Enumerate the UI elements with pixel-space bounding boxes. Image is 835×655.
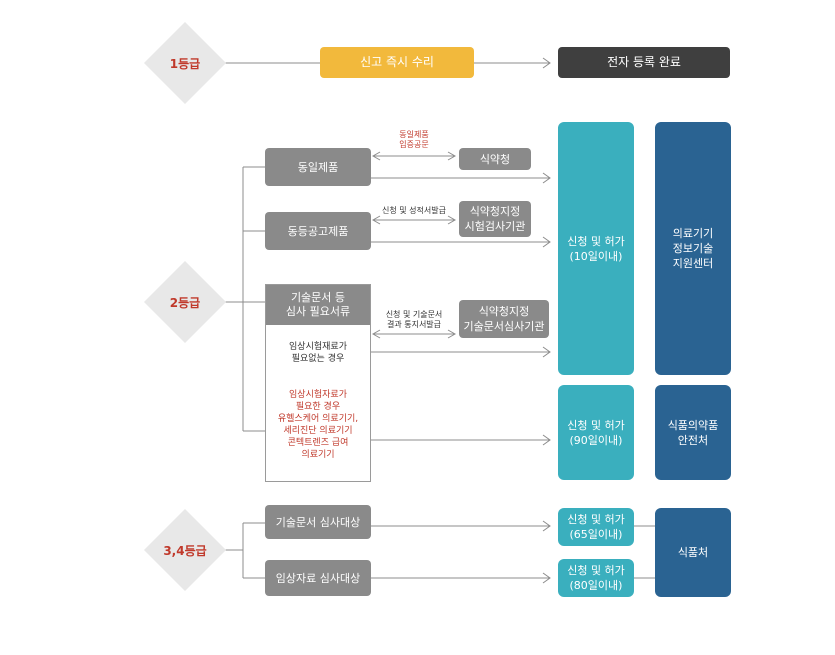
doc-review-header: 기술문서 등 심사 필요서류 bbox=[266, 285, 370, 325]
designated-doc-review-box: 식약청지정 기술문서심사기관 bbox=[459, 300, 549, 338]
mfds-safety-box: 식품의약품 안전처 bbox=[655, 385, 731, 480]
grade1-label: 1등급 bbox=[169, 56, 201, 71]
tech-doc-review-box: 기술문서 심사대상 bbox=[265, 505, 371, 539]
designated-test-lab-box: 식약청지정 시험검사기관 bbox=[459, 201, 531, 237]
apply-65-days-box: 신청 및 허가 (65일이내) bbox=[558, 508, 634, 546]
mfds-short-box: 식품처 bbox=[655, 508, 731, 597]
grade34-diamond: 3,4등급 bbox=[143, 508, 227, 592]
same-product-box: 동일제품 bbox=[265, 148, 371, 186]
equivalent-product-box: 동등공고제품 bbox=[265, 212, 371, 250]
clinical-needed-text: 임상시험자료가 필요한 경우 유헬스케어 의료기기, 세리진단 의료기기 콘텍트… bbox=[277, 390, 359, 460]
apply-80-days-box: 신청 및 허가 (80일이내) bbox=[558, 559, 634, 597]
same-product-note: 동일제품 입증공문 bbox=[399, 130, 429, 149]
nidsa-box: 의료기기 정보기술 지원센터 bbox=[655, 122, 731, 375]
electronic-registration-box: 전자 등록 완료 bbox=[558, 47, 730, 78]
grade34-label: 3,4등급 bbox=[163, 543, 207, 558]
apply-90-days-box: 신청 및 허가 (90일이내) bbox=[558, 385, 634, 480]
doc-review-note: 신청 및 기술문서 결과 통지서발급 bbox=[385, 310, 443, 329]
grade2-label: 2등급 bbox=[169, 295, 201, 310]
equivalent-note: 신청 및 성적서발급 bbox=[382, 206, 446, 215]
mfds-box: 식약청 bbox=[459, 148, 531, 170]
grade1-diamond: 1등급 bbox=[143, 21, 227, 105]
doc-review-panel: 기술문서 등 심사 필요서류 임상시험재료가 필요없는 경우 임상시험자료가 필… bbox=[265, 284, 371, 482]
apply-10-days-box: 신청 및 허가 (10일이내) bbox=[558, 122, 634, 375]
grade2-diamond: 2등급 bbox=[143, 260, 227, 344]
instant-accept-box: 신고 즉시 수리 bbox=[320, 47, 474, 78]
no-clinical-text: 임상시험재료가 필요없는 경우 bbox=[289, 342, 347, 364]
clinical-review-box: 임상자료 심사대상 bbox=[265, 560, 371, 596]
